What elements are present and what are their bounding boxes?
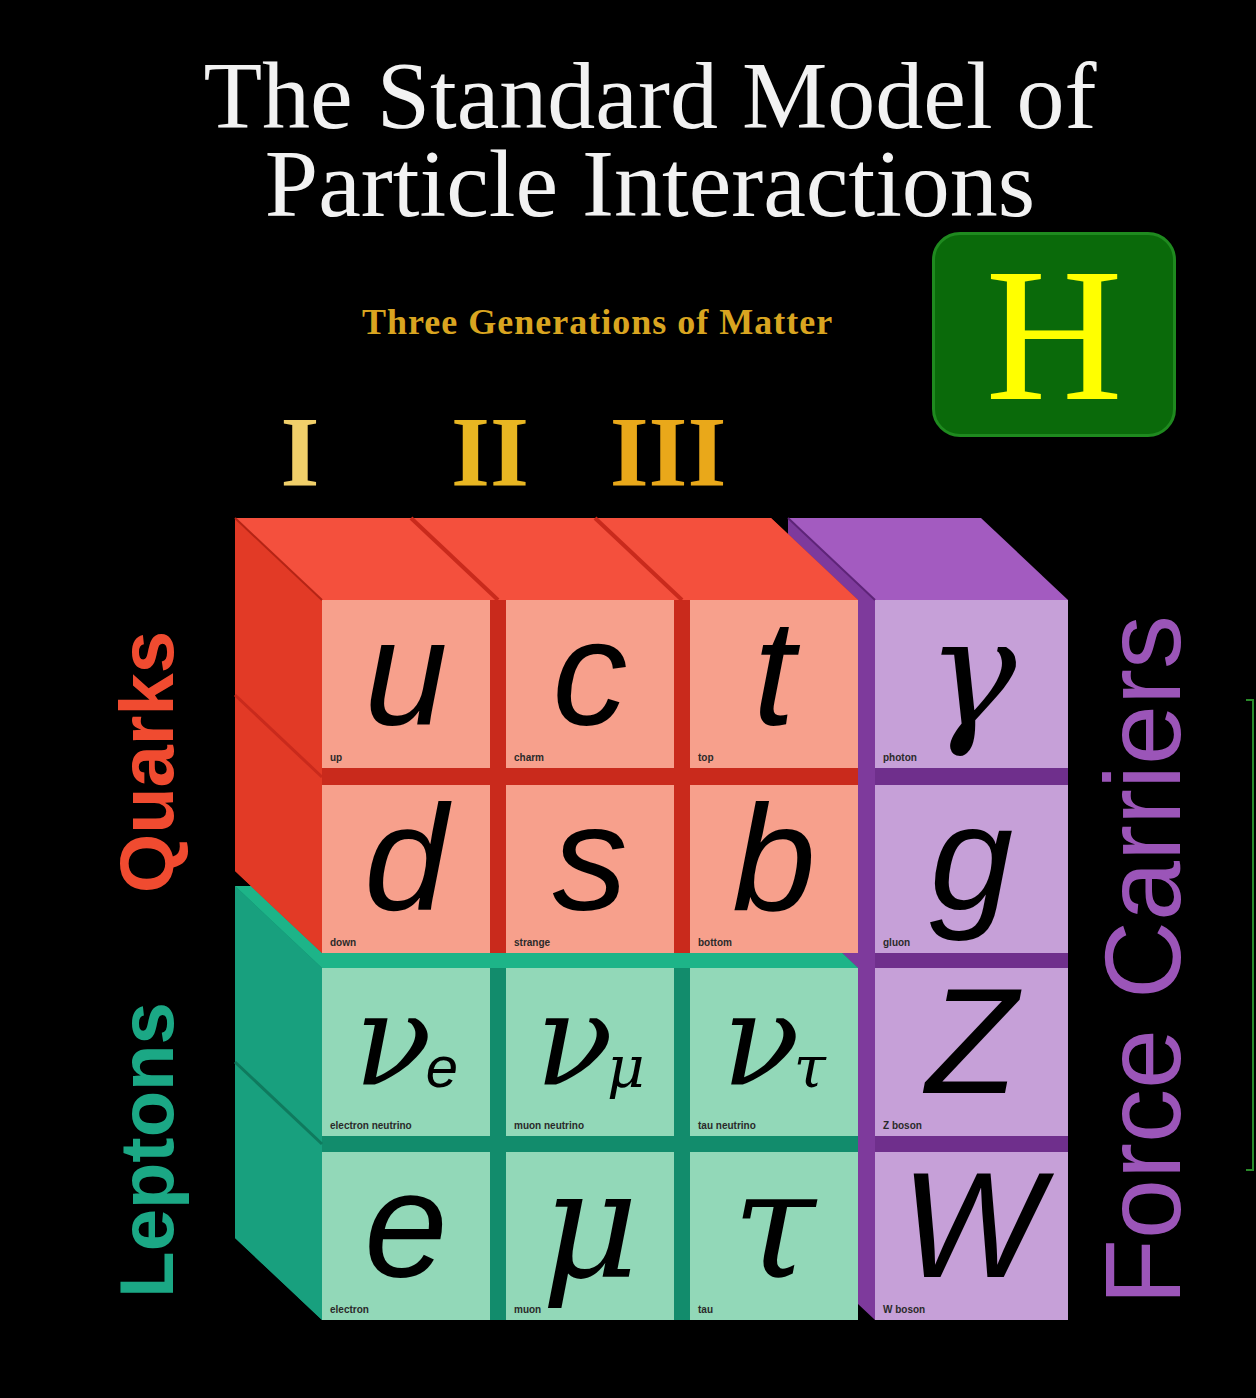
particle-face: τ tau (690, 1152, 858, 1320)
particle-face: t top (690, 600, 858, 768)
symbol-subscript: μ (607, 1038, 645, 1096)
particle-symbol: ν (535, 977, 613, 1105)
particle-symbol: Z (926, 966, 1018, 1116)
symbol-group: g (875, 785, 1068, 931)
particle-symbol: ν (354, 977, 432, 1105)
quark-side-face (235, 518, 322, 953)
particle-symbol: u (364, 598, 447, 748)
particle-name: photon (883, 752, 917, 763)
symbol-group: τ (690, 1152, 858, 1298)
particle-face: e electron (322, 1152, 490, 1320)
symbol-group: νe (322, 968, 490, 1114)
symbol-group: Z (875, 968, 1068, 1114)
particle-face: γphoton (875, 600, 1068, 768)
particle-name: tau (698, 1304, 713, 1315)
particle-name: gluon (883, 937, 910, 948)
particle-face: ddown (322, 785, 490, 953)
particle-name: W boson (883, 1304, 925, 1315)
particle-name: tau neutrino (698, 1120, 756, 1131)
generation-number: III (610, 402, 727, 502)
symbol-group: e (322, 1152, 490, 1298)
particle-symbol: μ (541, 1150, 639, 1300)
symbol-group: W (875, 1152, 1068, 1298)
generation-number: I (281, 402, 320, 502)
edge-line (235, 695, 322, 777)
particle-face: Z Z boson (875, 968, 1068, 1136)
particle-symbol: b (732, 783, 815, 933)
particle-symbol: τ (733, 1150, 816, 1300)
symbol-subscript: e (426, 1038, 458, 1096)
symbol-group: t (690, 600, 858, 746)
symbol-group: b (690, 785, 858, 931)
particle-name: down (330, 937, 356, 948)
particle-face: sstrange (506, 785, 674, 953)
group-label: Force Carriers (1089, 615, 1197, 1305)
particle-name: up (330, 752, 342, 763)
side-bracket (1246, 700, 1253, 1170)
quark-backing (235, 518, 858, 953)
generation-number: II (451, 402, 529, 502)
symbol-subscript: τ (794, 1038, 826, 1096)
particle-name: bottom (698, 937, 732, 948)
symbol-group: νμ (506, 968, 674, 1114)
particle-face: ccharm (506, 600, 674, 768)
symbol-group: d (322, 785, 490, 931)
particle-name: electron (330, 1304, 369, 1315)
group-label: Quarks (109, 631, 185, 893)
lepton-side-face (235, 886, 322, 1320)
higgs-symbol: H (985, 240, 1122, 430)
generations-heading: Three Generations of Matter (362, 304, 833, 340)
higgs-box: H (932, 232, 1176, 437)
symbol-group: c (506, 600, 674, 746)
particle-face: νe electron neutrino (322, 968, 490, 1136)
edge-line (595, 518, 682, 600)
particle-name: charm (514, 752, 544, 763)
symbol-group: γ (875, 600, 1068, 746)
particle-symbol: e (364, 1150, 447, 1300)
particle-face: μmuon (506, 1152, 674, 1320)
symbol-group: ντ (690, 968, 858, 1114)
particle-symbol: ν (722, 977, 800, 1105)
particle-symbol: t (753, 598, 795, 748)
particle-symbol: g (930, 783, 1013, 933)
particle-name: Z boson (883, 1120, 922, 1131)
particle-face: νμ muon neutrino (506, 968, 674, 1136)
diagram-title: The Standard Model of Particle Interacti… (120, 52, 1180, 228)
edge-line (411, 518, 498, 600)
particle-symbol: W (901, 1150, 1043, 1300)
particle-face: g gluon (875, 785, 1068, 953)
quark-top-face (235, 518, 858, 600)
particle-symbol: s (553, 783, 628, 933)
particle-face: W W boson (875, 1152, 1068, 1320)
symbol-group: μ (506, 1152, 674, 1298)
symbol-group: u (322, 600, 490, 746)
particle-name: electron neutrino (330, 1120, 412, 1131)
particle-symbol: c (553, 598, 628, 748)
edge-line (235, 518, 322, 600)
group-label: Leptons (109, 1002, 185, 1298)
particle-name: top (698, 752, 714, 763)
particle-face: bbottom (690, 785, 858, 953)
edge-line (235, 1062, 322, 1144)
particle-name: muon neutrino (514, 1120, 584, 1131)
particle-symbol: d (364, 783, 447, 933)
symbol-group: s (506, 785, 674, 931)
particle-name: muon (514, 1304, 541, 1315)
particle-name: strange (514, 937, 550, 948)
particle-symbol: γ (927, 598, 1017, 748)
particle-face: u up (322, 600, 490, 768)
particle-face: ντ tau neutrino (690, 968, 858, 1136)
